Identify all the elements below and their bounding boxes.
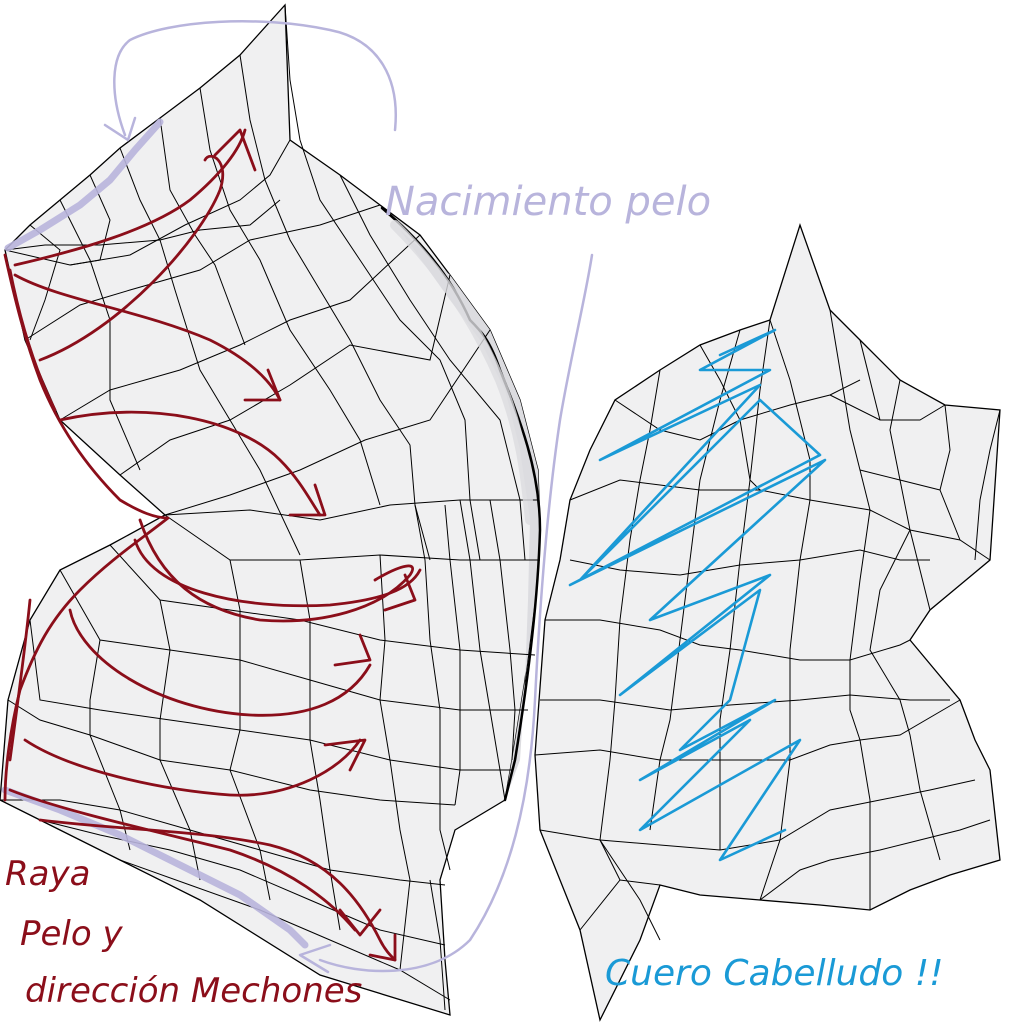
uv-island-right-mesh [534, 309, 1001, 941]
uv-island-right-outline [534, 222, 1001, 1022]
direction-arrow-icon [13, 128, 257, 267]
direction-arrow-icon [133, 538, 422, 612]
part-line-label-2: Pelo y [20, 914, 123, 954]
direction-arrow-icon [38, 154, 225, 362]
hairline-label: Nacimiento pelo [385, 179, 711, 225]
direction-arrow-icon [13, 273, 282, 402]
direction-arrow-icon [38, 818, 397, 962]
direction-arrow-icon [23, 738, 367, 797]
uv-island-left-mesh [0, 4, 540, 1011]
uv-island-left-shade [400, 230, 540, 800]
direction-arrow-icon [68, 608, 372, 717]
uv-island-right [534, 222, 1001, 1022]
strand-direction-arrows [3, 128, 422, 962]
part-line-label: Raya [5, 854, 90, 894]
uv-island-left [0, 3, 542, 1016]
scalp-label: Cuero Cabelludo !! [605, 953, 944, 994]
direction-arrow-icon [58, 410, 327, 517]
scalp-scribble [568, 328, 827, 862]
part-line-label-3: dirección Mechones [25, 971, 362, 1011]
direction-arrow-icon [8, 788, 382, 937]
hairline-note [1, 20, 594, 974]
